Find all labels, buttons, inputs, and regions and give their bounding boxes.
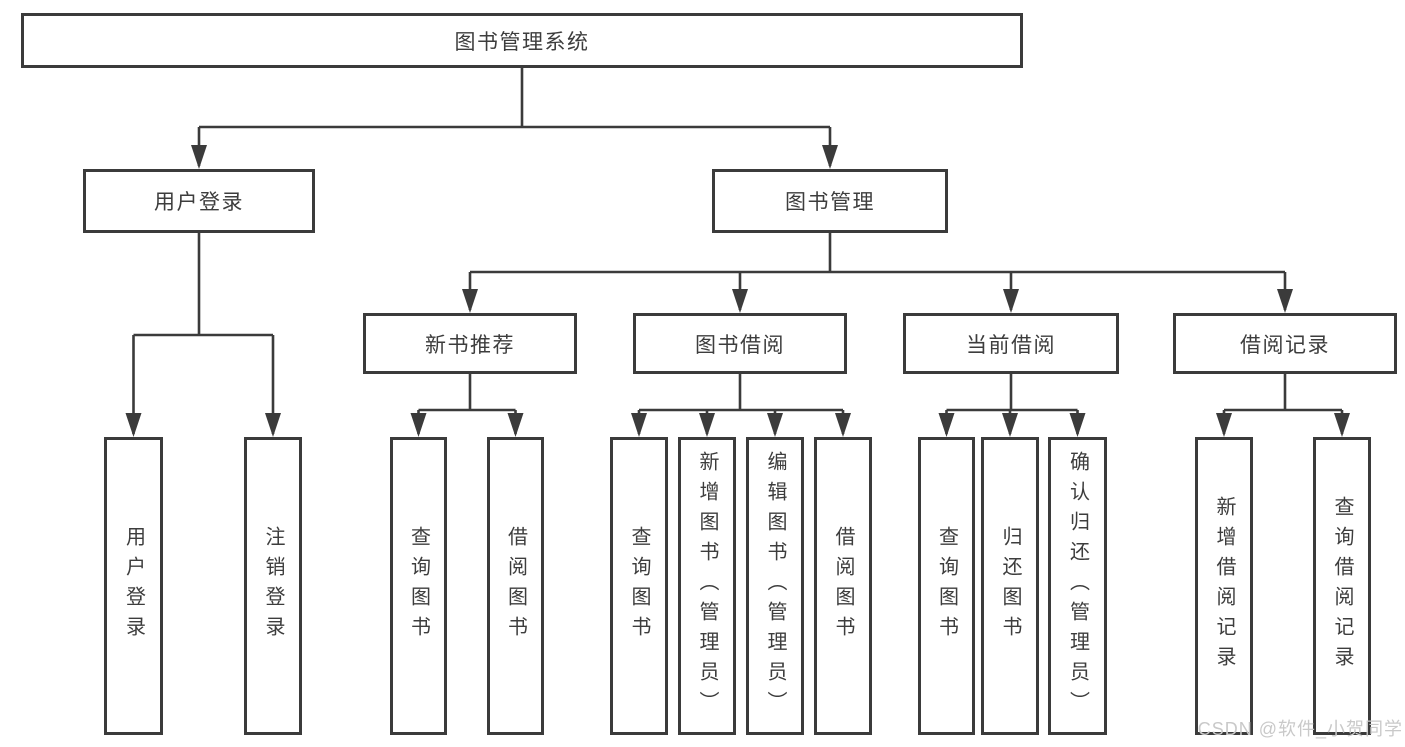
leaf-borrow-books-recommend: 借阅图书 xyxy=(487,437,544,735)
node-book-borrowing: 图书借阅 xyxy=(633,313,847,374)
leaf-edit-books-admin: 编辑图书（管理员） xyxy=(746,437,804,735)
leaf-add-books-admin: 新增图书（管理员） xyxy=(678,437,736,735)
leaf-borrow-books-borrowing: 借阅图书 xyxy=(814,437,872,735)
leaf-confirm-return-admin: 确认归还（管理员） xyxy=(1048,437,1107,735)
node-user-login: 用户登录 xyxy=(83,169,315,233)
leaf-query-books-recommend: 查询图书 xyxy=(390,437,447,735)
leaf-logout: 注销登录 xyxy=(244,437,302,735)
arrowheads xyxy=(125,145,1350,437)
leaf-query-books-current: 查询图书 xyxy=(918,437,975,735)
leaf-add-borrow-record: 新增借阅记录 xyxy=(1195,437,1253,735)
node-current-borrowing: 当前借阅 xyxy=(903,313,1119,374)
leaf-query-books-borrowing: 查询图书 xyxy=(610,437,668,735)
csdn-watermark: CSDN @软件_小贺同学 xyxy=(1197,719,1403,739)
node-book-management: 图书管理 xyxy=(712,169,948,233)
node-borrowing-records: 借阅记录 xyxy=(1173,313,1397,374)
node-library-system: 图书管理系统 xyxy=(21,13,1023,68)
leaf-user-login: 用户登录 xyxy=(104,437,163,735)
node-new-book-recommend: 新书推荐 xyxy=(363,313,577,374)
leaf-query-borrow-record: 查询借阅记录 xyxy=(1313,437,1371,735)
leaf-return-books: 归还图书 xyxy=(981,437,1039,735)
